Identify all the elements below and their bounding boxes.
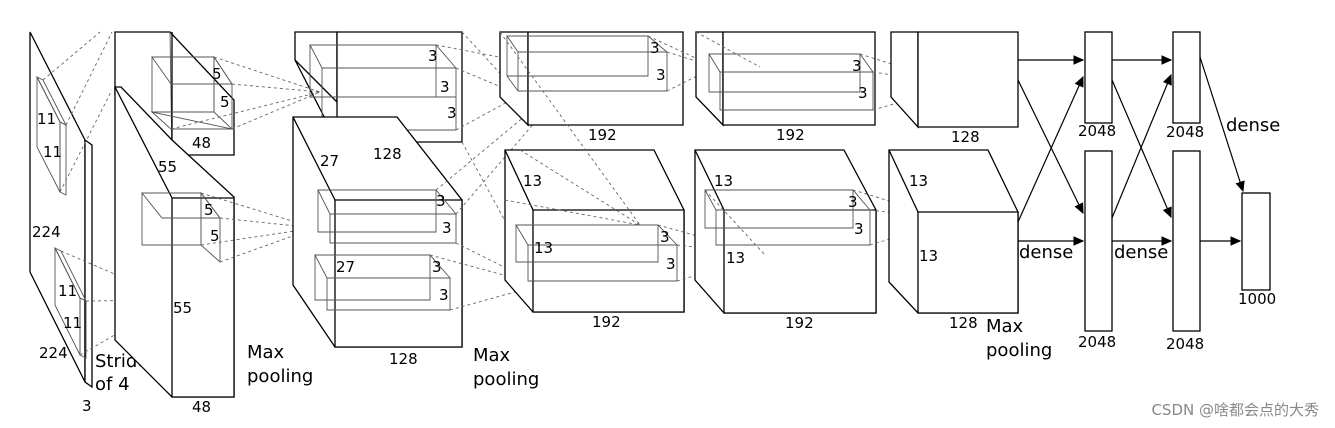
conv3-top-kernel-b: 3 <box>656 66 666 84</box>
conv5-bottom-side: 13 <box>919 247 938 265</box>
conv1-bottom-volume <box>114 86 235 398</box>
conv1-bottom-depth: 48 <box>192 398 211 416</box>
conv1-top-kernel-b: 5 <box>220 93 230 111</box>
fc7-bottom-size: 2048 <box>1166 335 1204 353</box>
fc6-bottom-size: 2048 <box>1078 333 1116 351</box>
conv4-bottom-depth: 192 <box>785 314 814 332</box>
conv2-bottom-depth: 128 <box>389 350 418 368</box>
conv3-bottom-depth: 192 <box>592 313 621 331</box>
conv3-top-kernel-a: 3 <box>650 39 660 57</box>
dense-label-fc7: dense <box>1114 242 1168 263</box>
conv5-top-depth: 128 <box>951 128 980 146</box>
pool3-label-line1: Max <box>986 316 1024 337</box>
conv4-bottom-kernel-a: 3 <box>848 193 858 211</box>
conv4-top-volume <box>695 31 876 127</box>
conv3-bottom-volume <box>504 149 685 313</box>
conv2-bottom-kernel-a: 3 <box>436 192 446 210</box>
conv1-bottom-kernel-b: 5 <box>210 227 220 245</box>
pool1-label-line2: pooling <box>247 366 313 387</box>
pool1-label-line1: Max <box>247 342 285 363</box>
conv5-side-label: 13 <box>909 172 928 190</box>
conv4-top-kernel-a: 3 <box>852 57 862 75</box>
conv2-bottom-kernel-d: 3 <box>439 286 449 304</box>
conv4-side-label: 13 <box>714 172 733 190</box>
conv4-bottom-side: 13 <box>726 249 745 267</box>
pool2-label-line2: pooling <box>473 369 539 390</box>
conv2-top-kernel-c: 3 <box>447 104 457 122</box>
conv2-top-kernel-a: 3 <box>428 47 438 65</box>
conv4-top-depth: 192 <box>776 126 805 144</box>
input-kernel-label-b: 11 <box>43 143 62 161</box>
conv1-bottom-kernel-a: 5 <box>204 201 214 219</box>
input-height-label: 224 <box>32 223 61 241</box>
input-depth-label: 3 <box>82 397 92 415</box>
conv2-side-label: 27 <box>320 152 339 170</box>
pool2-label-line1: Max <box>473 345 511 366</box>
dense-label-output: dense <box>1226 115 1280 136</box>
fc7-top-box <box>1172 31 1201 124</box>
fc6-top-size: 2048 <box>1078 122 1116 140</box>
conv4-bottom-volume <box>694 149 877 314</box>
fc7-top-size: 2048 <box>1166 123 1204 141</box>
output-size: 1000 <box>1238 290 1276 308</box>
conv2-bottom-side: 27 <box>336 258 355 276</box>
conv2-bottom-kernel-c: 3 <box>432 258 442 276</box>
pool3-label-line2: pooling <box>986 340 1052 361</box>
stride-label-line2: of 4 <box>95 374 130 395</box>
conv5-bottom-volume <box>888 149 1019 314</box>
conv1-top-kernel-a: 5 <box>212 65 222 83</box>
conv3-bottom-kernel-a: 3 <box>660 228 670 246</box>
dense-connections <box>1017 55 1245 246</box>
dense-label-fc6: dense <box>1019 242 1073 263</box>
conv5-bottom-depth: 128 <box>949 314 978 332</box>
csdn-watermark: CSDN @啥都会点的大秀 <box>1151 401 1319 419</box>
conv4-bottom-kernel-b: 3 <box>854 220 864 238</box>
fc6-bottom-box <box>1084 150 1113 332</box>
conv2-bottom-kernel-b: 3 <box>442 219 452 237</box>
conv1-side-label: 55 <box>158 158 177 176</box>
conv3-bottom-kernel-b: 3 <box>666 255 676 273</box>
conv3-bottom-side: 13 <box>534 239 553 257</box>
fc6-top-box <box>1084 31 1113 124</box>
fc7-bottom-box <box>1172 150 1201 332</box>
conv3-side-label: 13 <box>523 172 542 190</box>
conv2-top-depth: 128 <box>373 145 402 163</box>
conv1-bottom-side: 55 <box>173 299 192 317</box>
conv3-top-depth: 192 <box>588 126 617 144</box>
input-width-label: 224 <box>39 344 68 362</box>
input-kernel-label-d: 11 <box>63 314 82 332</box>
conv4-top-kernel-b: 3 <box>858 84 868 102</box>
input-volume <box>29 31 93 389</box>
conv2-top-kernel-b: 3 <box>440 78 450 96</box>
conv5-top-volume <box>890 31 1019 129</box>
output-box <box>1241 192 1271 291</box>
input-kernel-label-c: 11 <box>58 282 77 300</box>
conv1-top-depth: 48 <box>192 134 211 152</box>
conv2-top-volume <box>294 31 463 143</box>
input-kernel-label-a: 11 <box>37 110 56 128</box>
